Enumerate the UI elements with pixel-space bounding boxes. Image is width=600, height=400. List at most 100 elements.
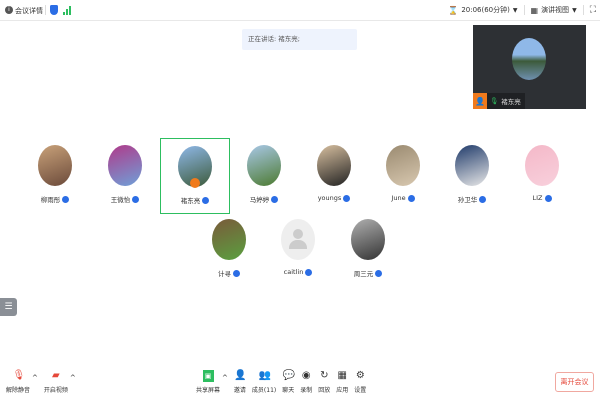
fullscreen-icon[interactable]: ⛶ <box>589 5 596 15</box>
top-bar: i 会议详情 ⌛ 20:06(60分钟) ▼ ▦ 演讲视图 ▼ ⛶ <box>0 0 600 21</box>
chevron-down-icon[interactable]: ▼ <box>572 6 577 14</box>
unmute-label: 解除静音 <box>6 387 31 394</box>
camera-off-icon: ▰ <box>52 370 60 381</box>
participant-tile[interactable]: 周三元 <box>333 212 403 288</box>
start-video-label: 开启视频 <box>43 387 68 394</box>
mic-muted-icon <box>544 194 552 202</box>
participant-tile[interactable]: 孙卫华 <box>437 138 507 214</box>
members-button[interactable]: 👥 成员(11) <box>252 370 276 394</box>
participant-name-row: June <box>391 194 415 202</box>
participant-tile[interactable]: caitlin <box>263 212 333 288</box>
settings-button[interactable]: ⚙ 设置 <box>354 370 366 394</box>
start-video-button[interactable]: ▰ 开启视频 <box>44 370 68 394</box>
mic-muted-icon: 🎙 <box>12 370 26 381</box>
participant-name-row: 马婷婷 <box>250 194 279 204</box>
host-icon <box>190 178 200 188</box>
chat-button[interactable]: 💬 聊天 <box>282 370 296 394</box>
signal-icon[interactable] <box>63 6 71 15</box>
avatar <box>525 145 559 186</box>
mic-icon: 🎙 <box>490 97 499 105</box>
mic-muted-icon <box>202 196 210 204</box>
apps-label: 应用 <box>336 387 349 394</box>
host-icon: 👤 <box>473 93 487 109</box>
replay-icon: ↻ <box>320 370 329 381</box>
apps-button[interactable]: ▦ 应用 <box>336 370 348 394</box>
members-label: 成员(11) <box>251 387 277 394</box>
video-name-label: 👤 🎙 褚东亮 <box>473 93 525 109</box>
mic-muted-icon <box>271 195 279 203</box>
top-right-controls: ⌛ 20:06(60分钟) ▼ ▦ 演讲视图 ▼ ⛶ <box>448 4 596 16</box>
participant-name: 马婷婷 <box>249 196 270 204</box>
video-name: 褚东亮 <box>501 98 521 106</box>
participant-name-row: caitlin <box>284 268 313 276</box>
mic-muted-icon <box>62 195 70 203</box>
participant-name: 王微怡 <box>110 196 131 204</box>
avatar <box>178 146 212 188</box>
chat-icon: 💬 <box>282 370 296 381</box>
share-label: 共享屏幕 <box>196 387 221 394</box>
view-mode-button[interactable]: 演讲视图 <box>541 6 570 14</box>
participant-tile[interactable]: LIZ <box>507 138 577 214</box>
participant-name-row: LIZ <box>533 194 552 202</box>
active-speaker-video[interactable]: 👤 🎙 褚东亮 <box>473 25 586 109</box>
meeting-timer: 20:06(60分钟) <box>461 6 510 14</box>
participant-name-row: 柳雨彤 <box>41 194 70 204</box>
divider <box>582 5 584 15</box>
participant-tile[interactable]: youngs <box>299 138 369 214</box>
participant-name-row: 周三元 <box>354 268 383 278</box>
participant-tile[interactable]: 计寻 <box>194 212 264 288</box>
speaker-avatar <box>512 38 546 80</box>
participant-name: caitlin <box>283 268 304 276</box>
chevron-down-icon[interactable]: ▼ <box>512 6 518 14</box>
participant-tile[interactable]: 柳雨彤 <box>20 138 90 214</box>
invite-icon: 👤 <box>234 370 247 381</box>
avatar <box>38 145 72 186</box>
hourglass-icon: ⌛ <box>448 5 459 15</box>
divider <box>523 5 525 15</box>
settings-label: 设置 <box>354 387 367 394</box>
replay-label: 回放 <box>318 387 331 394</box>
invite-button[interactable]: 👤 邀请 <box>233 370 247 394</box>
apps-icon: ▦ <box>337 370 347 381</box>
meeting-details-link[interactable]: 会议详情 <box>15 7 43 15</box>
unmute-button[interactable]: 🎙 解除静音 <box>6 370 30 394</box>
share-screen-icon: ▣ <box>202 370 214 382</box>
participant-name-row: 王微怡 <box>111 194 140 204</box>
participant-name: 褚东亮 <box>180 197 201 205</box>
shield-icon[interactable] <box>50 5 58 15</box>
divider <box>45 5 46 15</box>
record-icon: ◉ <box>301 370 311 381</box>
participant-tile[interactable]: June <box>368 138 438 214</box>
participant-tile[interactable]: 王微怡 <box>90 138 160 214</box>
participant-tile[interactable]: 褚东亮 <box>160 138 230 214</box>
gear-icon: ⚙ <box>355 370 365 381</box>
participant-name-row: 孙卫华 <box>458 194 487 204</box>
chevron-up-icon[interactable]: ^ <box>32 374 38 382</box>
mic-muted-icon <box>132 195 140 203</box>
participant-tile[interactable]: 马婷婷 <box>229 138 299 214</box>
mic-muted-icon <box>375 269 383 277</box>
person-silhouette-icon <box>293 229 303 239</box>
participant-name: youngs <box>317 194 342 202</box>
participant-name: 孙卫华 <box>457 196 478 204</box>
grid-view-icon[interactable]: ▦ <box>530 5 539 15</box>
record-label: 录制 <box>300 387 313 394</box>
leave-meeting-button[interactable]: 离开会议 <box>555 372 594 392</box>
replay-button[interactable]: ↻ 回放 <box>318 370 330 394</box>
avatar <box>386 145 420 186</box>
chevron-up-icon[interactable]: ^ <box>69 374 76 382</box>
invite-label: 邀请 <box>233 387 246 394</box>
participant-name: 周三元 <box>353 270 374 278</box>
share-screen-button[interactable]: ▣ 共享屏幕 <box>196 370 220 394</box>
participant-list-toggle[interactable]: ☰ <box>0 298 17 316</box>
participant-name-row: youngs <box>318 194 351 202</box>
mic-muted-icon <box>407 194 415 202</box>
record-button[interactable]: ◉ 录制 <box>300 370 312 394</box>
chat-label: 聊天 <box>282 387 295 394</box>
chevron-up-icon[interactable]: ^ <box>222 374 228 382</box>
members-icon: 👥 <box>258 370 272 381</box>
speaking-indicator: 正在讲话: 褚东亮; <box>242 29 357 50</box>
info-icon[interactable]: i <box>5 6 13 14</box>
mic-muted-icon <box>233 269 240 277</box>
avatar <box>281 219 315 260</box>
